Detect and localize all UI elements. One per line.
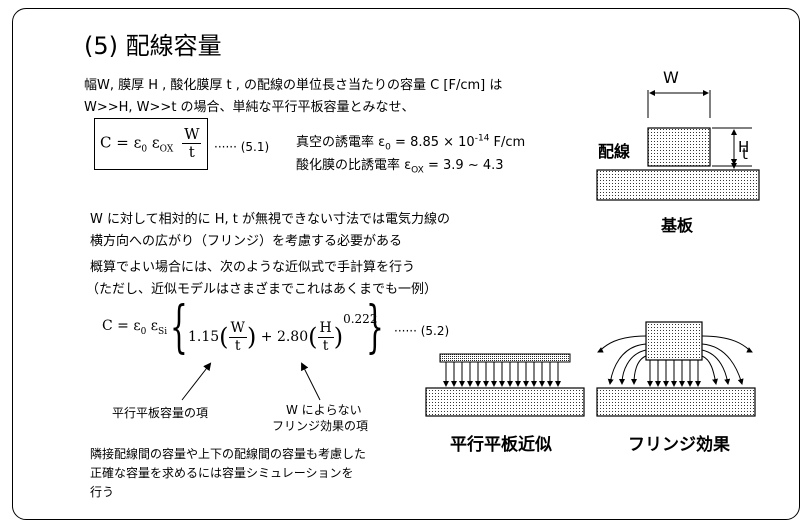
paragraph-1-line-1: W に対して相対的に H, t が無視できない寸法では電気力線の bbox=[90, 212, 450, 227]
vacuum-permittivity: 真空の誘電率 ε0 = 8.85 × 10-14 F/cm bbox=[296, 133, 526, 153]
fringe-caption: フリンジ効果 bbox=[628, 435, 730, 455]
paragraph-2-line-2: （ただし、近似モデルはさまざまでこれはあくまでも一例） bbox=[86, 282, 438, 297]
left-brace: { bbox=[170, 295, 188, 360]
wire-label: 配線 bbox=[598, 142, 631, 161]
annotation-fringe-line-1: W によらない bbox=[286, 403, 362, 417]
paragraph-2-line-1: 概算でよい場合には、次のような近似式で手計算を行う bbox=[90, 260, 416, 275]
annotation-parallel: 平行平板容量の項 bbox=[112, 406, 209, 420]
annotation-fringe-line-2: フリンジ効果の項 bbox=[272, 419, 369, 433]
parallel-plate-diagram bbox=[425, 353, 585, 417]
thickness-label: t bbox=[742, 145, 748, 163]
equation-5-1-ref: ······ (5.1) bbox=[214, 140, 270, 154]
right-brace: } bbox=[366, 295, 384, 360]
equation-5-2-ref: ······ (5.2) bbox=[394, 324, 450, 338]
fringe-term-arrow bbox=[301, 362, 321, 401]
width-label: W bbox=[663, 68, 679, 87]
parallel-plate-caption: 平行平板近似 bbox=[450, 435, 552, 455]
substrate-block bbox=[596, 169, 760, 201]
fringe-effect-diagram bbox=[596, 321, 756, 417]
paragraph-3-line-2: 正確な容量を求めるには容量シミュレーションを bbox=[90, 466, 354, 480]
intro-line-2: W>>H, W>>t の場合、単純な平行平板容量とみなせ、 bbox=[84, 100, 415, 115]
intro-line-1: 幅W, 膜厚 H , 酸化膜厚 t , の配線の単位長さ当たりの容量 C [F/… bbox=[84, 78, 503, 93]
equation-5-1-box bbox=[94, 118, 208, 170]
wire-block bbox=[647, 127, 711, 167]
cross-section-diagram bbox=[596, 90, 760, 201]
paragraph-1-line-2: 横方向への広がり（フリンジ）を考慮する必要がある bbox=[90, 234, 403, 249]
paragraph-3-line-3: 行う bbox=[90, 485, 115, 499]
oxide-permittivity: 酸化膜の比誘電率 εOX = 3.9 ~ 4.3 bbox=[296, 158, 504, 176]
parallel-term-arrow bbox=[181, 362, 212, 401]
substrate-label: 基板 bbox=[661, 216, 694, 235]
page-title: (5) 配線容量 bbox=[84, 32, 222, 60]
height-label: H bbox=[738, 138, 750, 156]
paragraph-3-line-1: 隣接配線間の容量や上下の配線間の容量も考慮した bbox=[90, 447, 367, 461]
equation-5-2: C = ε0 εSi bbox=[102, 318, 168, 337]
